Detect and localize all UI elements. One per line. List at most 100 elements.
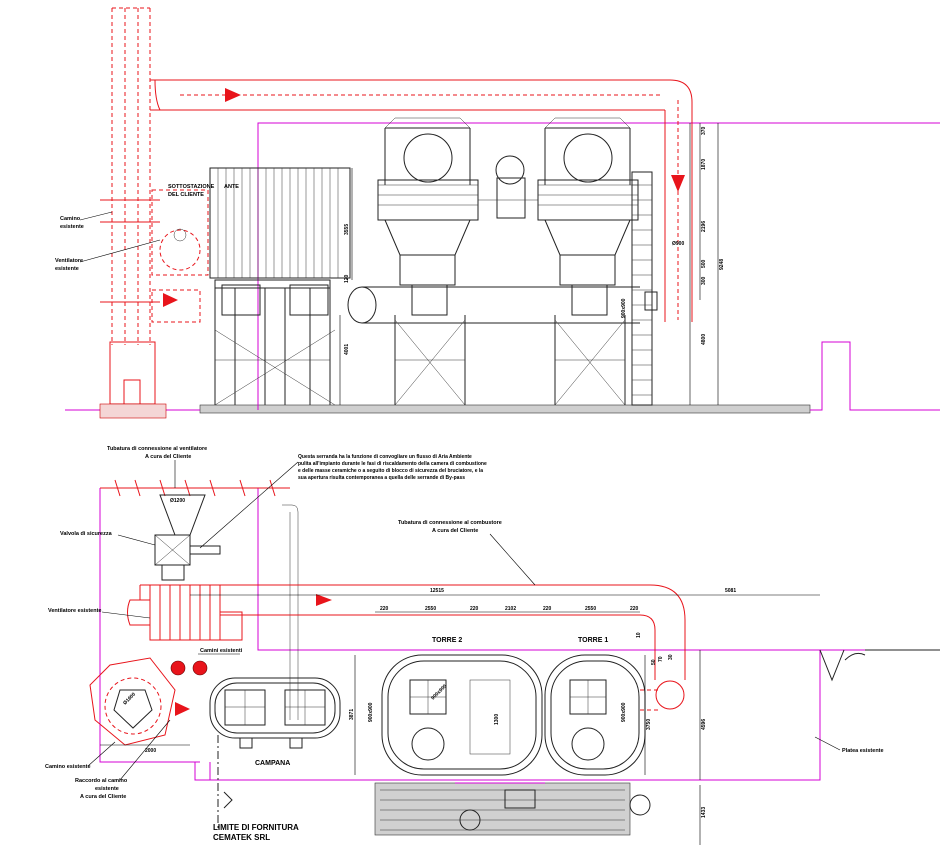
- plan-labels: Tubatura di connessione al ventilatore A…: [45, 446, 884, 842]
- existing-stack-dot-2: [192, 660, 208, 676]
- label-note-3: e delle masse ceramiche o a seguito di b…: [298, 468, 483, 474]
- dim-phi1600: Ø1600: [122, 691, 137, 706]
- dim-300: 300: [701, 276, 707, 285]
- label-raccordo-3: A cura del Cliente: [80, 794, 126, 800]
- label-sottostazione-1: SOTTOSTAZIONE: [168, 184, 215, 190]
- label-camino-esistente-plan: Camino esistente: [45, 764, 91, 770]
- tag-900x900-elev: 900x900: [621, 298, 627, 318]
- label-ventilatore-plan: Ventilatore esistente: [48, 608, 102, 614]
- elevation-labels: Camino esistente Ventilatore esistente S…: [55, 184, 239, 272]
- dim-1300: 1300: [494, 714, 500, 725]
- dim-1433: 1433: [701, 807, 707, 818]
- elevation-dimensions: 3555 120 4001 370 1870 2196 500 300 9248…: [339, 123, 725, 405]
- dim-220-b: 220: [470, 606, 479, 612]
- dim-small-3: 30: [668, 654, 674, 660]
- service-platform: [374, 782, 651, 836]
- label-campana: CAMPANA: [255, 760, 290, 767]
- tag-900x900-a: 900x900: [368, 702, 374, 722]
- tower-1-elevation: [537, 117, 639, 406]
- label-note-2: pulita all'impianto durante le fasi di r…: [298, 461, 487, 467]
- existing-fan: [151, 189, 209, 323]
- dim-phi900: Ø900: [672, 241, 684, 247]
- dim-2550-a: 2550: [425, 606, 436, 612]
- ground-line-right: [810, 341, 940, 411]
- label-sottostazione-overlap: ANTE: [224, 184, 239, 190]
- burner-unit: [478, 155, 538, 219]
- label-torre-2: TORRE 2: [432, 637, 462, 644]
- tower-1-plan: [544, 654, 646, 776]
- flow-arrow-down: [671, 175, 685, 192]
- tag-900x900-c: 900x900: [621, 702, 627, 722]
- dim-500: 500: [701, 259, 707, 268]
- elevation-duct: [150, 79, 693, 322]
- label-raccordo-2: esistente: [95, 786, 119, 792]
- label-limite-1: LIMITE DI FORNITURA: [213, 823, 299, 832]
- ground-slab: [199, 404, 811, 414]
- flow-arrow-top: [225, 88, 241, 102]
- boundary-upper: [257, 122, 940, 410]
- supply-duct-top: Ø1200: [100, 479, 290, 536]
- label-camino-esistente-2: esistente: [60, 224, 84, 230]
- connecting-pipe: [347, 286, 658, 324]
- dim-3555: 3555: [344, 224, 350, 235]
- dim-1870: 1870: [701, 159, 707, 170]
- label-note-1: Questa serranda ha la funzione di convog…: [298, 454, 472, 460]
- dim-small-1: 50: [651, 659, 657, 665]
- substation-enclosure: [209, 167, 351, 289]
- access-ladder: [631, 171, 653, 406]
- label-limite-2: CEMATEK SRL: [213, 833, 270, 842]
- dim-3871: 3871: [349, 709, 355, 720]
- label-sottostazione-2: DEL CLIENTE: [168, 192, 204, 198]
- label-ventilatore-2: esistente: [55, 266, 79, 272]
- elevation-view: 3555 120 4001 370 1870 2196 500 300 9248…: [55, 7, 940, 419]
- existing-stack: [99, 7, 167, 419]
- dim-phi1200: Ø1200: [170, 498, 185, 504]
- dim-4596: 4596: [701, 719, 707, 730]
- supply-limit-line: [217, 735, 233, 830]
- label-camino-esistente-1: Camino: [60, 216, 81, 222]
- label-torre-1: TORRE 1: [578, 637, 608, 644]
- flow-arrow-fan: [163, 293, 178, 307]
- dim-small-4: 10: [636, 632, 642, 638]
- dim-5081: 5081: [725, 588, 736, 594]
- left-support-frame: [214, 284, 336, 406]
- plan-boundary-main: [99, 488, 940, 781]
- dim-120: 120: [344, 274, 350, 283]
- flow-arrow-plan: [316, 594, 332, 606]
- label-tubatura-comb-1: Tubatura di connessione al combustore: [398, 520, 502, 526]
- dim-4001: 4001: [344, 344, 350, 355]
- dim-2000: 2000: [145, 748, 156, 754]
- bypass-pipe: [282, 504, 299, 720]
- label-raccordo-1: Raccordo al camino: [75, 778, 128, 784]
- safety-valve: [154, 534, 221, 581]
- label-valvola: Valvola di sicurezza: [60, 531, 113, 537]
- existing-stack-dot-1: [170, 660, 186, 676]
- dim-2196: 2196: [701, 221, 707, 232]
- label-tubatura-vent-1: Tubatura di connessione al ventilatore: [107, 446, 207, 452]
- plan-view: Ø1200: [45, 446, 940, 845]
- dim-220-c: 220: [543, 606, 552, 612]
- label-platea: Platea esistente: [842, 748, 884, 754]
- label-note-4: sua apertura risulta contemporanea a que…: [298, 475, 465, 481]
- tower-2-elevation: [377, 117, 479, 406]
- label-tubatura-vent-2: A cura del Cliente: [145, 454, 191, 460]
- dim-370: 370: [701, 126, 707, 135]
- dim-small-2: 70: [658, 656, 664, 662]
- dim-12515: 12515: [430, 588, 444, 594]
- campana-hood: [209, 677, 341, 749]
- dim-4800: 4800: [701, 334, 707, 345]
- dim-2550-b: 2550: [585, 606, 596, 612]
- tower-2-plan: [381, 654, 543, 776]
- dim-9248: 9248: [719, 259, 725, 270]
- dim-2102: 2102: [505, 606, 516, 612]
- dim-220-d: 220: [630, 606, 639, 612]
- main-duct-plan: [139, 584, 686, 711]
- label-tubatura-comb-2: A cura del Cliente: [432, 528, 478, 534]
- existing-fan-plan: [127, 584, 243, 641]
- platea-notch: [819, 649, 845, 682]
- dim-220-a: 220: [380, 606, 389, 612]
- label-ventilatore-1: Ventilatore: [55, 258, 83, 264]
- dim-3750: 3750: [646, 719, 652, 730]
- stack-foundation: [99, 403, 167, 419]
